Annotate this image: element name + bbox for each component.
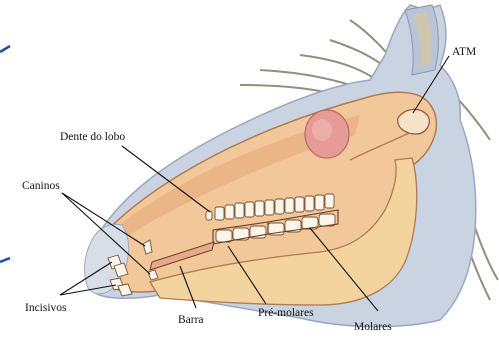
label-pre-molares: Pré-molares: [258, 307, 314, 319]
label-dente-do-lobo: Dente do lobo: [60, 131, 125, 143]
margin-mark-top: [0, 46, 10, 52]
label-caninos: Caninos: [22, 180, 60, 192]
label-atm: ATM: [452, 46, 476, 58]
label-molares: Molares: [354, 321, 392, 333]
wolf-tooth: [206, 211, 212, 220]
margin-mark-bottom: [0, 258, 10, 262]
label-barra: Barra: [178, 314, 204, 326]
label-incisivos: Incisivos: [25, 302, 67, 314]
eye-socket-highlight: [312, 119, 332, 141]
